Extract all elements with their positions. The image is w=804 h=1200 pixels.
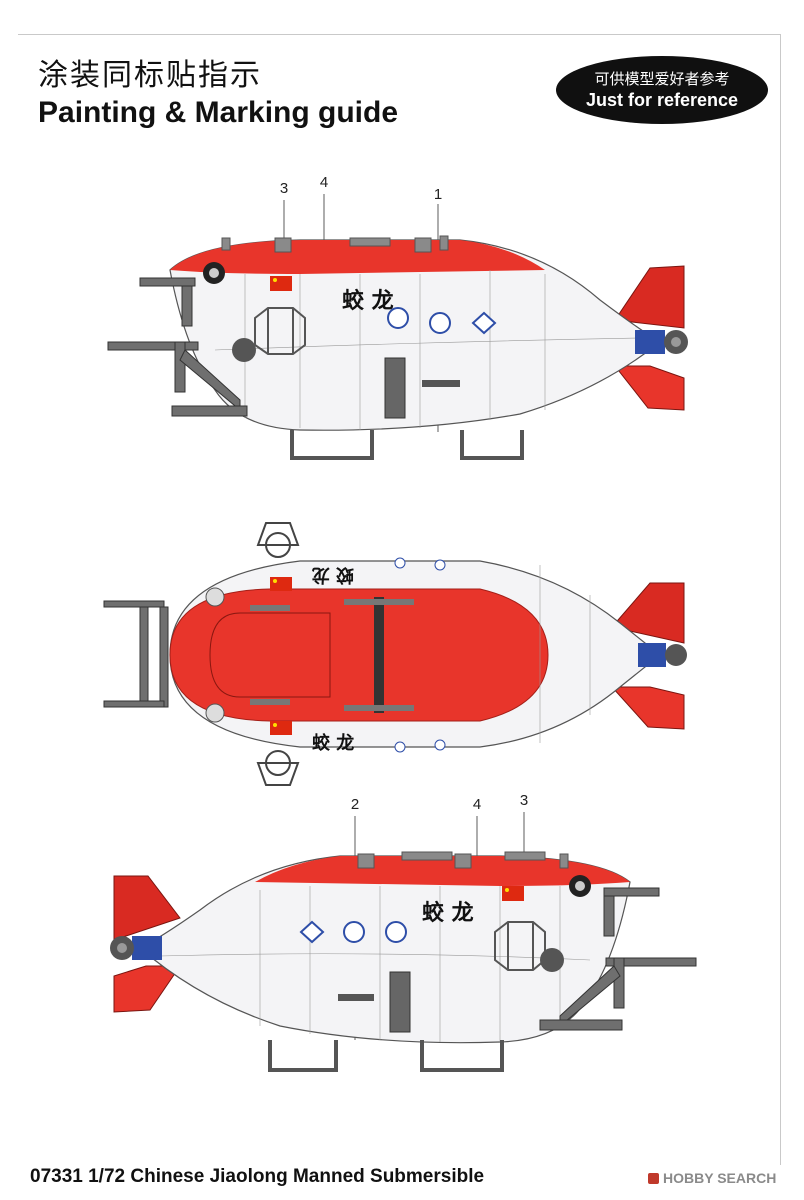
lower-fin — [610, 686, 685, 730]
vessel-name-mirrored: 蛟 龙 — [312, 564, 354, 586]
top-view: 蛟 龙 蛟 龙 — [0, 515, 804, 795]
lower-fin — [613, 365, 685, 411]
hull — [169, 239, 662, 431]
reference-badge: 可供模型爱好者参考 Just for reference — [556, 56, 768, 124]
side-view-left-drawing: 蛟 龙 — [107, 194, 688, 460]
side-view-right-drawing: 蛟 龙 — [110, 812, 697, 1072]
callout-3: 3 — [519, 792, 529, 809]
title-english: Painting & Marking guide — [38, 96, 399, 129]
vessel-name: 蛟 龙 — [422, 900, 474, 926]
upper-fin — [614, 265, 685, 329]
red-top-band — [170, 240, 545, 274]
title-chinese: 涂装同标贴指示 — [38, 58, 262, 93]
red-top-band — [255, 856, 630, 886]
vessel-name: 蛟 龙 — [312, 732, 354, 754]
callout-4: 4 — [319, 174, 329, 191]
product-caption: 07331 1/72 Chinese Jiaolong Manned Subme… — [30, 1166, 485, 1187]
upper-fin — [611, 582, 685, 644]
china-flag — [502, 886, 524, 901]
callout-4: 4 — [472, 796, 482, 813]
side-view-left: 3 4 1 — [0, 170, 804, 470]
side-view-right: 2 4 3 — [0, 790, 804, 1090]
red-deck — [169, 588, 549, 722]
upper-fin — [113, 875, 181, 941]
lower-fin — [113, 965, 181, 1013]
vessel-name: 蛟 龙 — [342, 288, 394, 314]
callout-3: 3 — [279, 180, 289, 197]
watermark: HOBBY SEARCH — [648, 1170, 776, 1186]
page-frame — [18, 34, 781, 1165]
watermark-logo-icon — [648, 1173, 659, 1184]
top-view-drawing: 蛟 龙 蛟 龙 — [103, 522, 687, 786]
watermark-text: HOBBY SEARCH — [663, 1170, 777, 1186]
callout-2: 2 — [350, 796, 360, 813]
reference-badge-english: Just for reference — [585, 90, 739, 110]
emblems — [387, 307, 497, 335]
reference-badge-chinese: 可供模型爱好者参考 — [594, 70, 730, 88]
callout-1: 1 — [433, 186, 443, 203]
emblems — [299, 920, 407, 944]
china-flag — [270, 276, 292, 291]
